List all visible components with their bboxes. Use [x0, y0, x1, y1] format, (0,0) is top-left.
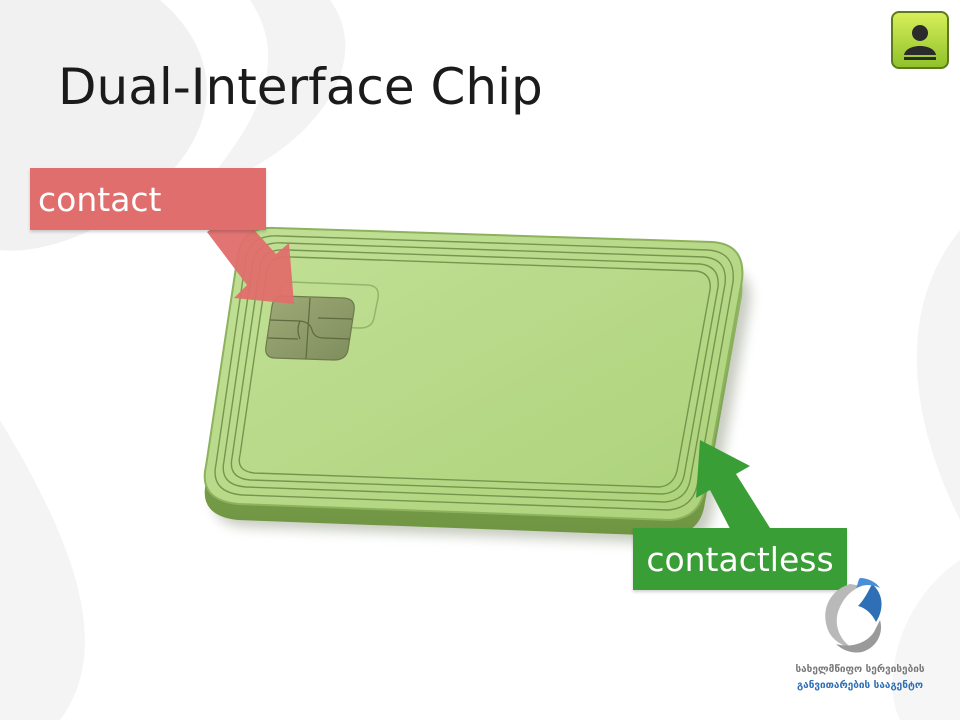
agency-logo-icon — [825, 578, 882, 653]
contact-label: contact — [30, 168, 266, 230]
slide-title: Dual-Interface Chip — [58, 58, 543, 116]
contactless-label: contactless — [633, 528, 847, 590]
contact-chip — [265, 295, 355, 361]
user-icon[interactable] — [891, 11, 949, 69]
agency-logo: სახელმწიფო სერვისების განვითარების სააგე… — [780, 570, 940, 710]
logo-text-line-1: სახელმწიფო სერვისების — [795, 664, 925, 675]
logo-text-line-2: განვითარების სააგენტო — [796, 680, 924, 691]
